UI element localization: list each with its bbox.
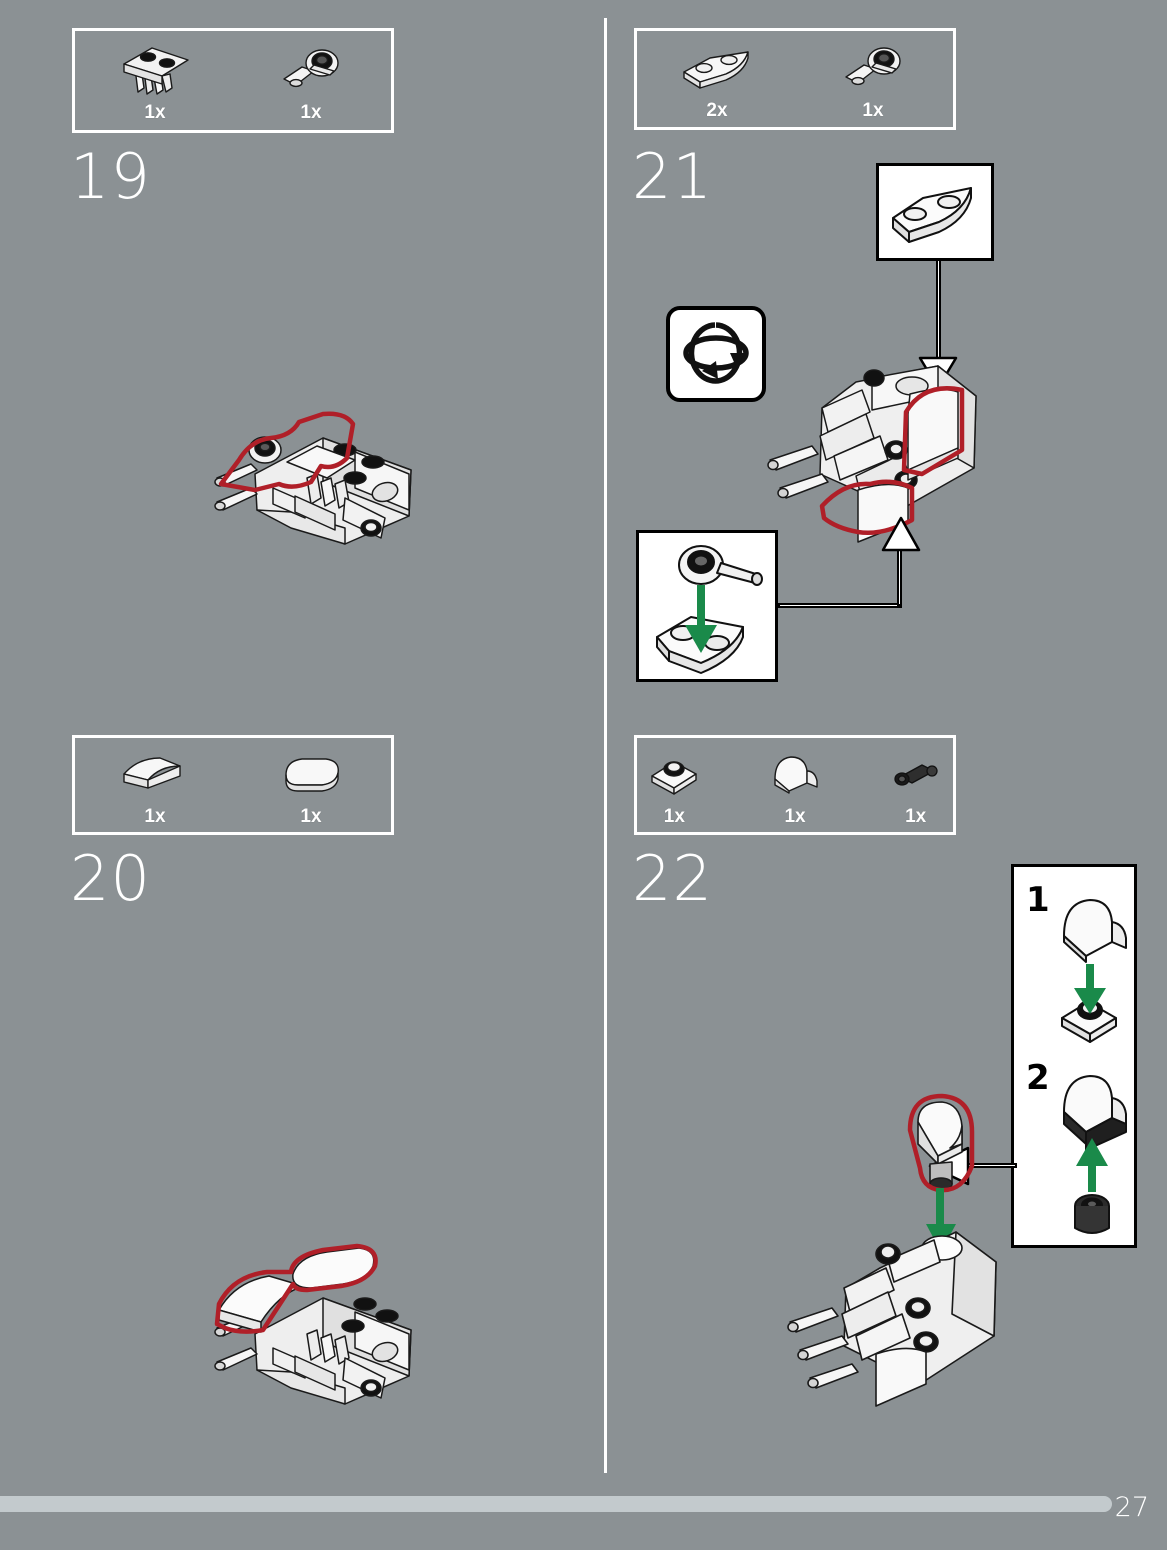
callout-arrow-lower: [881, 516, 921, 552]
step-number-19: 19: [70, 140, 151, 213]
tile-rounded-oval-icon: [276, 742, 346, 804]
plate-1x1-with-stud-icon: [644, 742, 704, 804]
part-quantity: 1x: [905, 806, 927, 827]
part-item: 1x: [256, 38, 366, 124]
plate-curved-slope-icon: [674, 36, 760, 98]
callout-connector-lower-horizontal: [778, 603, 902, 608]
part-quantity: 2x: [706, 100, 728, 121]
assembly-image-step-20: [195, 1238, 445, 1418]
part-item: 1x: [818, 36, 928, 122]
rotate-model-icon: [666, 306, 766, 402]
slope-curved-wedge-icon: [116, 742, 194, 804]
highlight-outline-upper: [901, 386, 965, 477]
assembly-image-step-21: [762, 352, 1002, 552]
substep-label-2: 2: [1026, 1058, 1050, 1098]
assembly-image-step-22: [784, 1092, 1014, 1412]
part-item: 1x: [878, 742, 953, 828]
part-quantity: 1x: [784, 806, 806, 827]
substep-label-1: 1: [1026, 880, 1050, 920]
part-item: 1x: [637, 742, 712, 828]
step-number-20: 20: [70, 842, 151, 915]
highlight-outline: [907, 1093, 975, 1193]
part-item: 1x: [100, 38, 210, 124]
assembly-arrow: [685, 585, 717, 653]
part-item: 1x: [100, 742, 210, 828]
callout-curved-slope-part: [876, 163, 994, 261]
parts-box-step-21: 2x 1x: [634, 28, 956, 130]
substep-1-diagram: [1061, 899, 1127, 1043]
callout-connector-top: [936, 258, 941, 366]
brick-curved-half-arch-icon: [763, 742, 827, 804]
part-item: 1x: [758, 742, 833, 828]
assembly-arrow: [1076, 1138, 1108, 1192]
technic-pin-black-icon: [888, 742, 944, 804]
part-quantity: 1x: [300, 806, 322, 827]
callout-ball-joint-on-slope: [636, 530, 778, 682]
ball-joint-pin-icon: [838, 36, 908, 98]
callout-connector-lower-vertical: [897, 548, 902, 606]
highlight-outline: [218, 411, 356, 493]
assembly-arrow: [1074, 964, 1106, 1014]
part-quantity: 1x: [144, 101, 166, 123]
part-quantity: 1x: [862, 100, 884, 121]
substep-2-diagram: [1063, 1075, 1127, 1234]
plate-modified-claw-icon: [112, 38, 198, 100]
highlight-outline: [214, 1243, 378, 1334]
step-number-22: 22: [632, 842, 713, 915]
ball-joint-pin-icon: [276, 38, 346, 100]
part-quantity: 1x: [663, 806, 685, 827]
highlight-outline-lower: [819, 479, 915, 535]
part-quantity: 1x: [144, 806, 166, 827]
step-number-21: 21: [632, 140, 713, 213]
parts-box-step-19: 1x 1x: [72, 28, 394, 133]
assembly-image-step-19: [195, 378, 445, 558]
page-number: 27: [1114, 1492, 1149, 1523]
parts-box-step-20: 1x 1x: [72, 735, 394, 835]
part-item: 1x: [256, 742, 366, 828]
column-divider: [604, 18, 607, 1473]
page-progress-bar: [0, 1496, 1112, 1512]
part-item: 2x: [662, 36, 772, 122]
part-quantity: 1x: [300, 101, 322, 123]
parts-box-step-22: 1x 1x: [634, 735, 956, 835]
